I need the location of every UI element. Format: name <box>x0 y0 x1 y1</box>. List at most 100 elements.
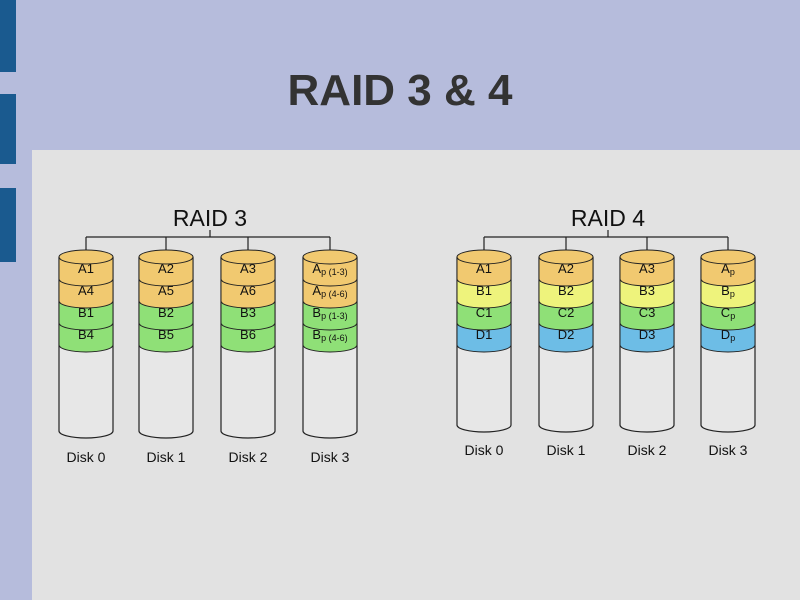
block-label: B2 <box>558 283 574 298</box>
block-shape <box>58 279 114 309</box>
disk-label: Disk 2 <box>229 449 268 465</box>
disk-top-cap <box>700 249 756 265</box>
raid4-bus-line <box>483 230 729 252</box>
disk-top-cap <box>58 249 114 265</box>
raid4-title: RAID 4 <box>571 205 645 231</box>
accent-bar-2 <box>0 94 16 164</box>
raid3-title: RAID 3 <box>173 205 247 231</box>
block-label: Cp <box>721 305 735 321</box>
block-label: A3 <box>240 261 256 276</box>
block-shape <box>58 257 114 287</box>
block-shape <box>220 301 276 331</box>
block-shape <box>138 279 194 309</box>
block-shape <box>456 257 512 287</box>
block-shape <box>456 279 512 309</box>
disk-top-cap <box>138 249 194 265</box>
block-shape <box>700 257 756 287</box>
block-label: A2 <box>158 261 174 276</box>
block-label: A3 <box>639 261 655 276</box>
block-label: B6 <box>240 327 256 342</box>
block-label: A1 <box>78 261 94 276</box>
block-shape <box>619 323 675 353</box>
block-shape <box>456 323 512 353</box>
block-shape <box>619 279 675 309</box>
block-label: B3 <box>639 283 655 298</box>
block-shape <box>302 301 358 331</box>
block-label: Bp <box>721 283 735 299</box>
block-label: C3 <box>639 305 656 320</box>
block-shape <box>220 257 276 287</box>
block-shape <box>700 323 756 353</box>
block-shape <box>700 279 756 309</box>
block-shape <box>302 279 358 309</box>
block-shape <box>538 323 594 353</box>
block-label: A2 <box>558 261 574 276</box>
block-shape <box>538 301 594 331</box>
block-shape <box>58 301 114 331</box>
block-shape <box>619 257 675 287</box>
disk-label: Disk 3 <box>709 442 748 458</box>
block-label: A6 <box>240 283 256 298</box>
block-label: A1 <box>476 261 492 276</box>
block-label: B1 <box>476 283 492 298</box>
block-shape <box>220 279 276 309</box>
disk-top-cap <box>538 249 594 265</box>
block-shape <box>220 323 276 353</box>
block-label: C2 <box>558 305 575 320</box>
disk-label: Disk 1 <box>147 449 186 465</box>
block-label: D1 <box>476 327 493 342</box>
block-shape <box>138 323 194 353</box>
block-label: Ap (1-3) <box>312 261 347 277</box>
block-shape <box>302 257 358 287</box>
block-label: B4 <box>78 327 94 342</box>
block-shape <box>138 257 194 287</box>
block-shape <box>538 279 594 309</box>
block-shape <box>138 301 194 331</box>
block-label: C1 <box>476 305 493 320</box>
raid3-bus-line <box>85 230 331 252</box>
accent-bar-3 <box>0 188 16 262</box>
disk-top-cap <box>302 249 358 265</box>
disk-label: Disk 1 <box>547 442 586 458</box>
block-shape <box>58 323 114 353</box>
block-label: B5 <box>158 327 174 342</box>
disk-label: Disk 2 <box>628 442 667 458</box>
disk-top-cap <box>220 249 276 265</box>
block-label: B1 <box>78 305 94 320</box>
block-label: Bp (4-6) <box>312 327 347 343</box>
raid3-disk-3: Bp (4-6) Bp (1-3) Ap (4-6) Ap (1-3) Disk 3 <box>302 249 358 465</box>
disk-top-cap <box>456 249 512 265</box>
block-shape <box>619 301 675 331</box>
block-label: B3 <box>240 305 256 320</box>
block-shape <box>302 323 358 353</box>
block-label: Dp <box>721 327 735 343</box>
disk-top-cap <box>619 249 675 265</box>
accent-bar-1 <box>0 0 16 72</box>
slide-title: RAID 3 & 4 <box>287 66 513 115</box>
block-label: D3 <box>639 327 656 342</box>
block-label: A4 <box>78 283 94 298</box>
block-shape <box>456 301 512 331</box>
disk-label: Disk 0 <box>67 449 106 465</box>
block-label: Ap (4-6) <box>312 283 347 299</box>
block-shape <box>700 301 756 331</box>
block-label: Bp (1-3) <box>312 305 347 321</box>
block-label: D2 <box>558 327 575 342</box>
block-shape <box>538 257 594 287</box>
block-label: B2 <box>158 305 174 320</box>
block-label: Ap <box>721 261 735 277</box>
disk-label: Disk 3 <box>311 449 350 465</box>
